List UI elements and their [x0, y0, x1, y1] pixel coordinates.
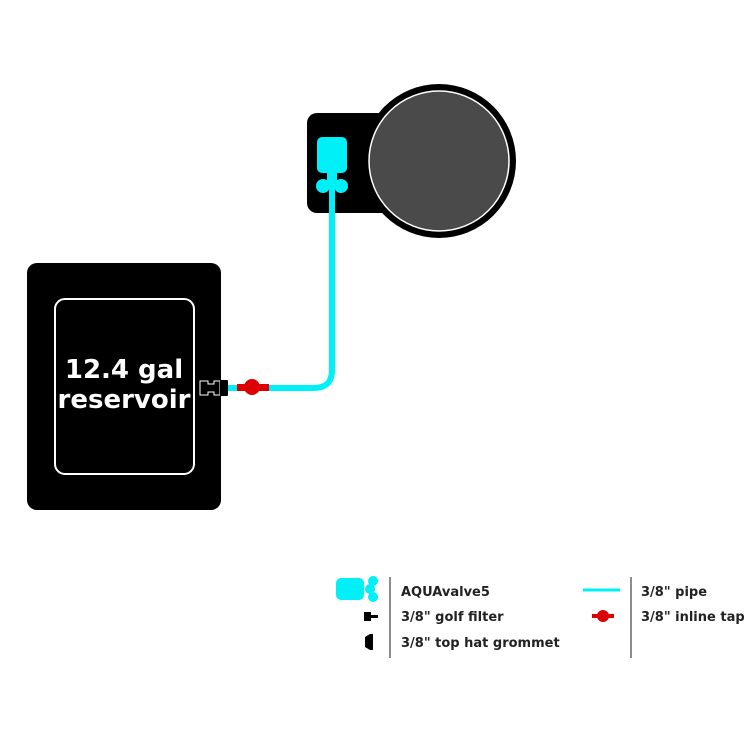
golf-filter-legend-icon: [364, 612, 378, 621]
legend-pipe: 3/8" pipe: [641, 585, 707, 600]
grommet-legend-icon: [365, 634, 373, 650]
pipe: [228, 180, 335, 391]
legend: AQUAvalve5 3/8" golf filter 3/8" top hat…: [336, 576, 745, 658]
legend-inline-tap: 3/8" inline tap: [641, 610, 745, 625]
reservoir-label: reservoir: [58, 385, 191, 415]
aquavalve-icon: [316, 137, 348, 193]
grommet-filter-icon: [199, 380, 228, 396]
reservoir-capacity: 12.4 gal: [65, 355, 183, 385]
tap-legend-icon: [592, 610, 614, 622]
inline-tap-icon: [237, 379, 269, 395]
legend-grommet: 3/8" top hat grommet: [401, 636, 560, 651]
aquavalve-legend-icon: [336, 576, 378, 602]
legend-golf-filter: 3/8" golf filter: [401, 610, 504, 625]
reservoir: 12.4 gal reservoir: [27, 263, 221, 510]
legend-aquavalve: AQUAvalve5: [401, 585, 490, 600]
